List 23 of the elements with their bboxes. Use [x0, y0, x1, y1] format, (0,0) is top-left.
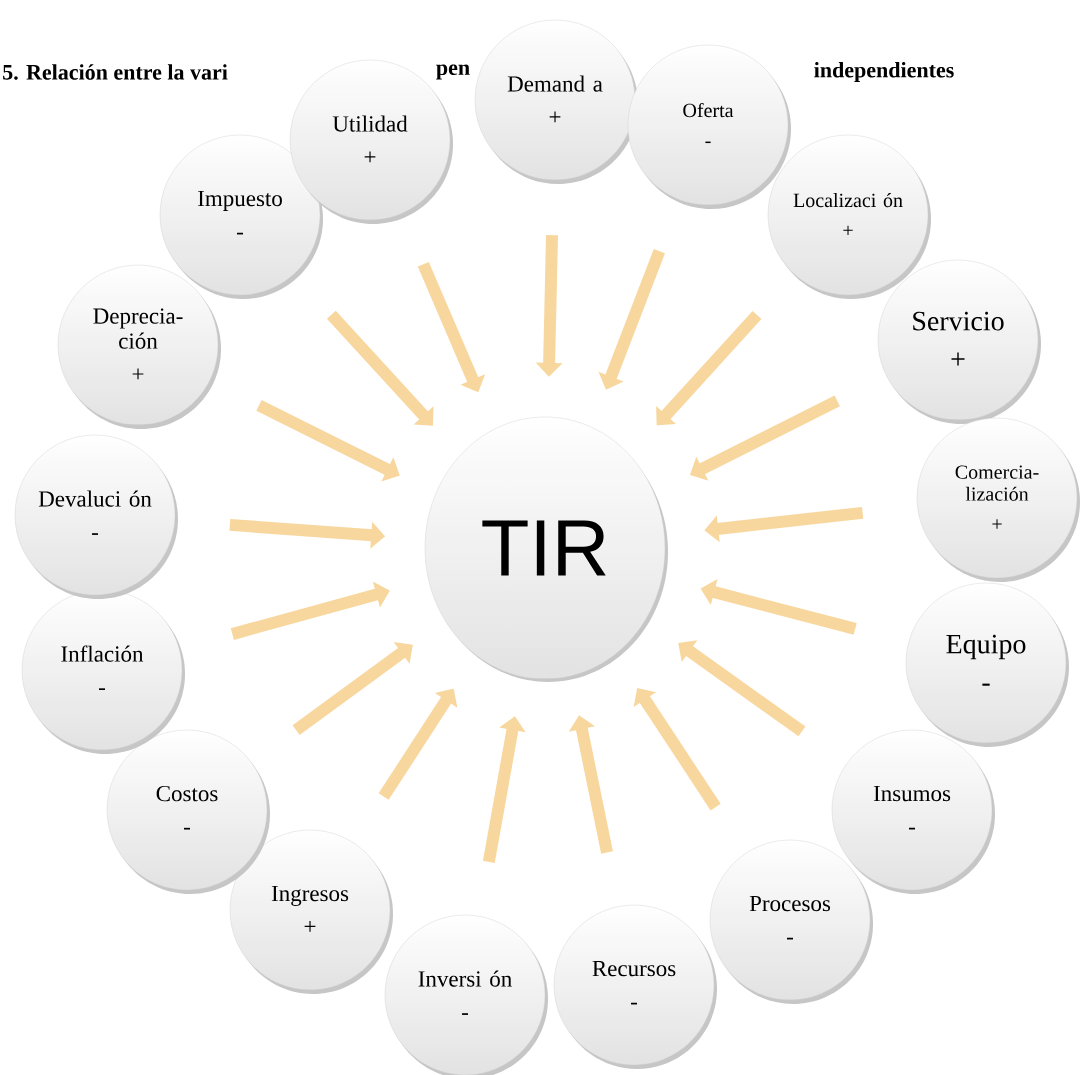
circle-node: Insumos - [831, 729, 995, 894]
heading-fragment: independientes [814, 62, 954, 82]
circle-node: Procesos - [709, 839, 873, 1004]
circle-node: Devaluci ón - [14, 434, 178, 599]
circle-node: Localizaci ón + [767, 134, 931, 299]
circle-node: Inflación - [21, 589, 185, 754]
circle-node: Costos - [106, 729, 270, 894]
heading: 5. Relación entre la vari [3, 64, 228, 80]
circle-node: Demand a + [474, 19, 638, 184]
circle-node: Oferta - [627, 44, 791, 209]
arrow [230, 581, 390, 640]
circle-node: Equipo - [905, 582, 1069, 747]
arrow [678, 640, 806, 737]
circle-node: Servicio + [877, 259, 1041, 424]
circle-node: Impuesto - [159, 134, 323, 299]
circle-node: Deprecia- ción + [57, 264, 221, 429]
circle-node: Comercia- lización + [916, 417, 1080, 582]
arrow [656, 310, 762, 426]
arrow [326, 310, 434, 426]
circle-node: Ingresos + [229, 829, 393, 994]
circle-node: Inversi ón - [384, 914, 548, 1075]
arrow [292, 642, 413, 735]
circle-node: Recursos - [553, 904, 717, 1069]
